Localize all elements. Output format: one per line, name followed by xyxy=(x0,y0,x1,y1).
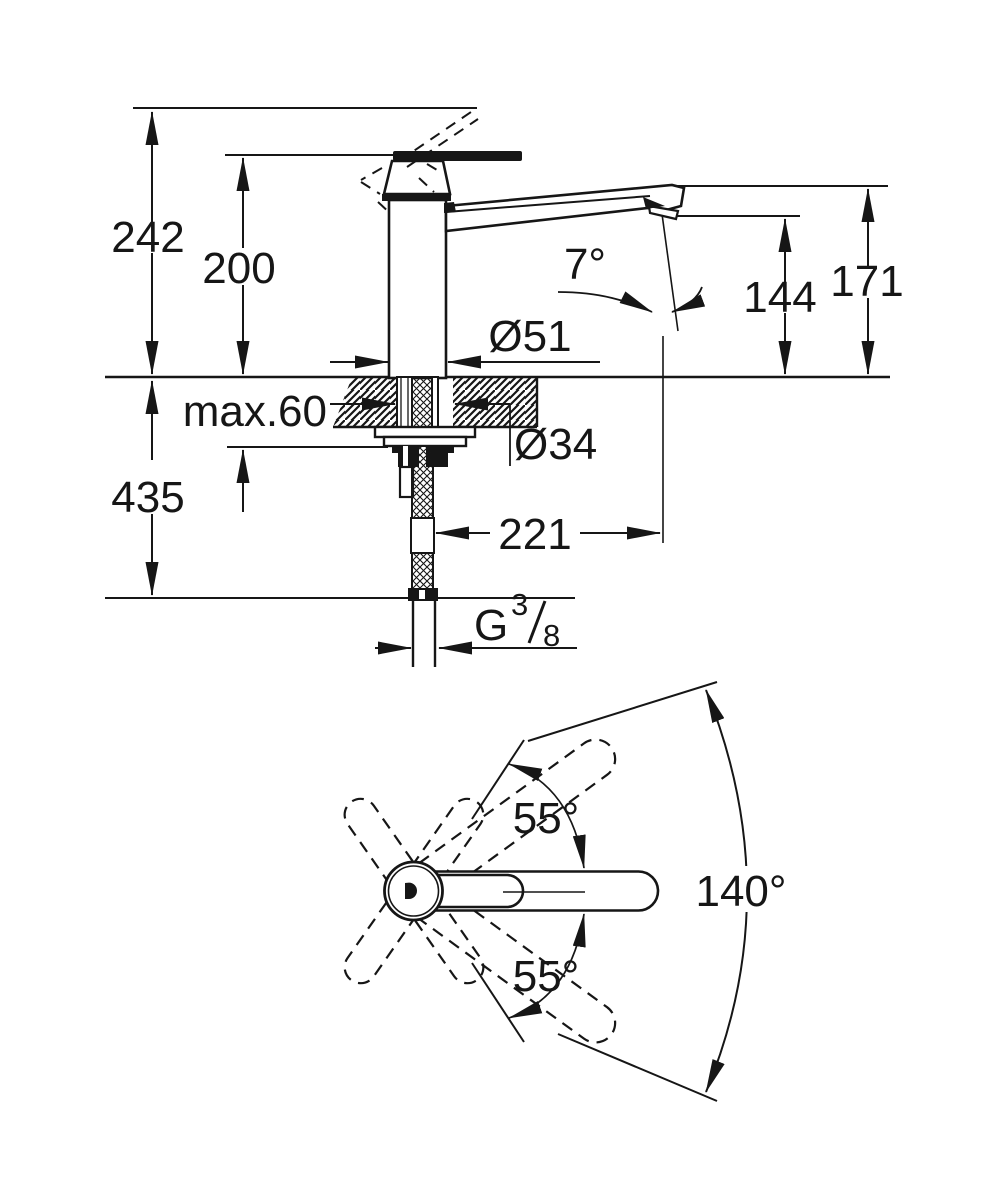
dim-overall-height-label: 242 xyxy=(111,213,184,262)
dimension-lines xyxy=(145,111,875,655)
faucet-body xyxy=(360,111,686,380)
top-view: 55° 55° 140° xyxy=(343,681,798,1102)
swivel-lower-label: 55° xyxy=(513,952,580,1001)
angle-extension-lines xyxy=(471,681,718,1102)
top-view-labels: 55° 55° 140° xyxy=(513,794,787,1001)
flex-hose xyxy=(411,445,434,519)
thread-fraction-slash xyxy=(527,600,547,644)
dim-body-height-label: 200 xyxy=(202,244,275,293)
thread-denominator-label: 8 xyxy=(543,618,560,653)
mousseur xyxy=(647,204,680,221)
lever-hub-mark xyxy=(405,882,417,899)
mounting-shank xyxy=(373,376,477,667)
lever-handle xyxy=(393,151,522,161)
swivel-upper-label: 55° xyxy=(513,794,580,843)
side-view-labels: 242 200 435 max.60 Ø34 Ø51 144 171 221 7… xyxy=(111,213,903,653)
washer-plate xyxy=(373,425,477,439)
side-view: 242 200 435 max.60 Ø34 Ø51 144 171 221 7… xyxy=(105,107,904,667)
water-stream-line xyxy=(661,213,679,332)
dim-spout-top-height-label: 171 xyxy=(830,257,903,306)
dim-below-deck-depth-label: 435 xyxy=(111,473,184,522)
dim-stream-angle-label: 7° xyxy=(564,240,606,289)
thread-numerator-label: 3 xyxy=(511,587,528,622)
thread-size-g-label: G xyxy=(474,601,508,650)
cap-band xyxy=(382,194,451,201)
dim-base-diameter-label: Ø51 xyxy=(488,312,571,361)
dim-outlet-height-label: 144 xyxy=(743,273,816,322)
dim-deck-thickness-label: max.60 xyxy=(183,387,327,436)
dim-projection-label: 221 xyxy=(498,510,571,559)
cartridge-cap xyxy=(382,159,452,196)
swivel-range-label: 140° xyxy=(695,867,786,916)
lever-raised-dashed xyxy=(360,111,479,215)
dim-hole-diameter-label: Ø34 xyxy=(514,420,597,469)
